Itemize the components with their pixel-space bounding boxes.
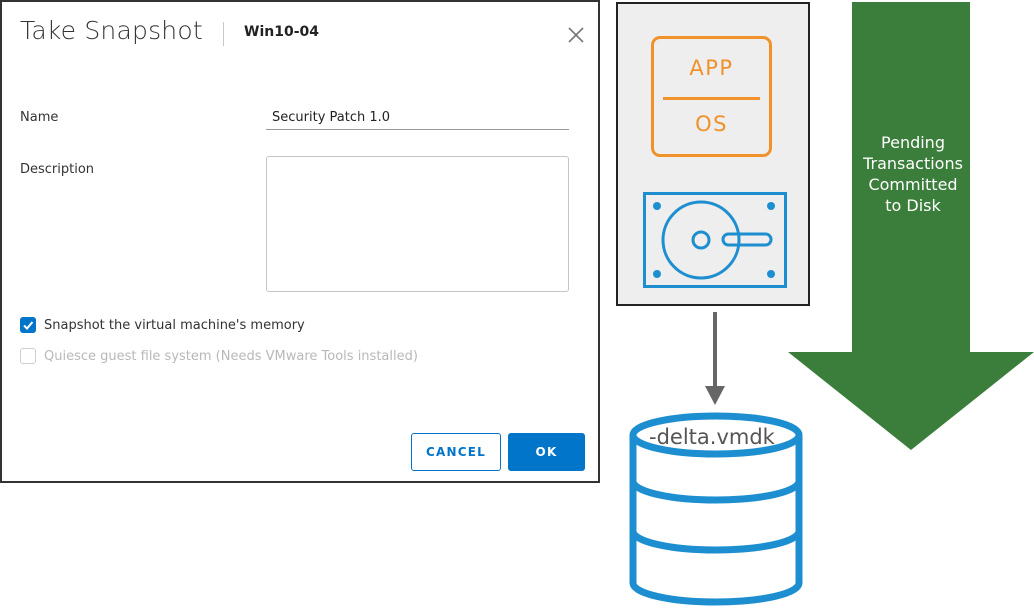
quiesce-checkbox-row: Quiesce guest file system (Needs VMware … xyxy=(20,347,418,365)
ok-button[interactable]: OK xyxy=(508,433,585,471)
quiesce-checkbox-label: Quiesce guest file system (Needs VMware … xyxy=(44,348,418,364)
app-os-stack: APP OS xyxy=(651,36,772,157)
stack-divider xyxy=(663,97,760,100)
description-textarea[interactable] xyxy=(266,156,569,292)
checkmark-icon xyxy=(23,321,34,330)
pending-line: Pending xyxy=(881,133,945,152)
memory-checkbox-label: Snapshot the virtual machine's memory xyxy=(44,317,305,333)
pending-transactions-label: Pending Transactions Committed to Disk xyxy=(850,132,976,216)
delta-vmdk-label: -delta.vmdk xyxy=(649,425,775,449)
database-disk-icon xyxy=(629,412,803,606)
vm-name: Win10-04 xyxy=(244,24,319,40)
snapshot-name-input[interactable] xyxy=(266,106,569,130)
dialog-title: Take Snapshot xyxy=(20,16,203,45)
pending-line: Transactions xyxy=(863,154,963,173)
hard-disk-icon xyxy=(643,192,787,288)
take-snapshot-dialog: Take Snapshot Win10-04 Name Description … xyxy=(0,0,600,483)
big-down-arrow-icon xyxy=(788,2,1034,450)
close-icon[interactable] xyxy=(565,24,587,46)
memory-checkbox[interactable] xyxy=(20,317,36,333)
description-label: Description xyxy=(20,162,95,177)
pending-line: to Disk xyxy=(885,196,941,215)
app-label: APP xyxy=(689,56,734,80)
down-arrow-connector-icon xyxy=(705,312,725,405)
os-label: OS xyxy=(695,112,728,136)
name-label: Name xyxy=(20,110,59,125)
pending-line: Committed xyxy=(868,175,958,194)
cancel-button[interactable]: CANCEL xyxy=(411,433,501,471)
quiesce-checkbox xyxy=(20,348,36,364)
memory-checkbox-row[interactable]: Snapshot the virtual machine's memory xyxy=(20,316,305,334)
title-divider xyxy=(223,22,224,46)
